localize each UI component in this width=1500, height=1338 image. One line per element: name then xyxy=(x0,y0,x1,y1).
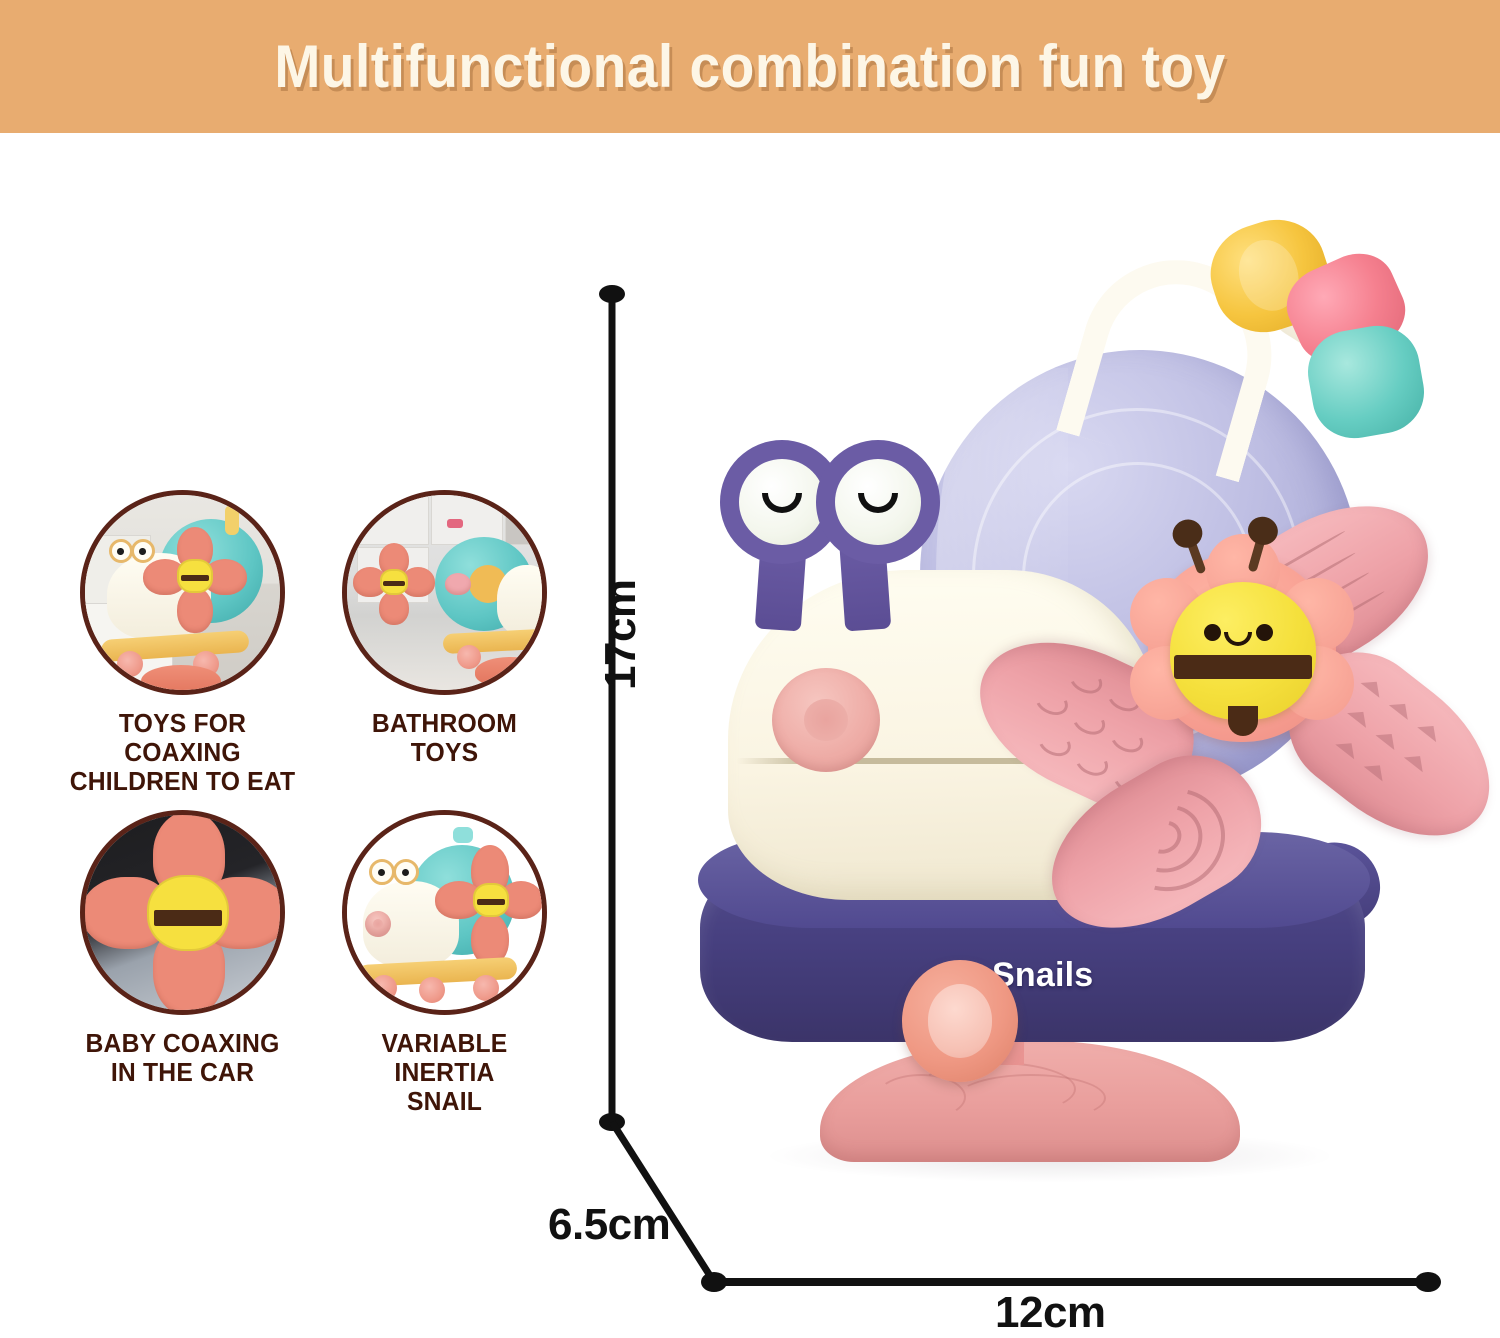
scene-highchair-kitchen xyxy=(85,495,280,690)
dimension-label-width: 12cm xyxy=(995,1288,1106,1337)
eyelid-left-icon xyxy=(762,493,802,513)
scene-bathroom-tile xyxy=(347,495,542,690)
wheel-front xyxy=(902,960,1018,1082)
eye-stalks xyxy=(720,440,950,632)
body-seam xyxy=(736,758,1134,764)
width-cap-left xyxy=(701,1272,727,1292)
feature-caption-eating: TOYS FOR COAXING CHILDREN TO EAT xyxy=(69,708,296,797)
header-banner: Multifunctional combination fun toy xyxy=(0,0,1500,133)
feature-caption-car: BABY COAXING IN THE CAR xyxy=(85,1028,280,1088)
feature-caption-inertia: VARIABLE INERTIA SNAIL xyxy=(381,1028,508,1117)
feature-card-toys-for-coaxing-children-to-eat[interactable]: TOYS FOR COAXING CHILDREN TO EAT xyxy=(60,490,305,796)
bee-eye-right xyxy=(1256,624,1273,641)
feature-card-baby-coaxing-in-the-car[interactable]: BABY COAXING IN THE CAR xyxy=(60,810,305,1087)
bee-spinner-hub[interactable] xyxy=(1130,513,1354,742)
feature-card-variable-inertia-snail[interactable]: VARIABLE INERTIA SNAIL xyxy=(322,810,567,1116)
flower-spinner[interactable] xyxy=(955,388,1500,962)
scene-car-window xyxy=(85,815,280,1010)
feature-card-bathroom-toys[interactable]: BATHROOM TOYS xyxy=(322,490,567,767)
feature-grid: TOYS FOR COAXING CHILDREN TO EAT xyxy=(60,490,580,1130)
bee-eye-left xyxy=(1204,624,1221,641)
bee-stripe xyxy=(1174,655,1312,680)
feature-thumbnail-bathroom[interactable] xyxy=(342,490,547,695)
scene-white-studio xyxy=(347,815,542,1010)
bee-face-icon[interactable] xyxy=(1140,582,1346,736)
feature-caption-bathroom: BATHROOM TOYS xyxy=(371,708,518,768)
width-cap-right xyxy=(1415,1272,1441,1292)
suction-cup-base xyxy=(820,1040,1240,1162)
page-title: Multifunctional combination fun toy xyxy=(274,33,1226,100)
bee-smile-icon xyxy=(1224,632,1252,646)
bee-tail xyxy=(1228,706,1258,736)
eye-right xyxy=(816,440,940,564)
feature-thumbnail-inertia[interactable] xyxy=(342,810,547,1015)
eye-left xyxy=(720,440,844,564)
feature-thumbnail-car[interactable] xyxy=(80,810,285,1015)
product-photo: Snails xyxy=(620,200,1500,1260)
belly-button[interactable] xyxy=(772,668,880,772)
feature-thumbnail-eating[interactable] xyxy=(80,490,285,695)
eyelid-right-icon xyxy=(858,493,898,513)
